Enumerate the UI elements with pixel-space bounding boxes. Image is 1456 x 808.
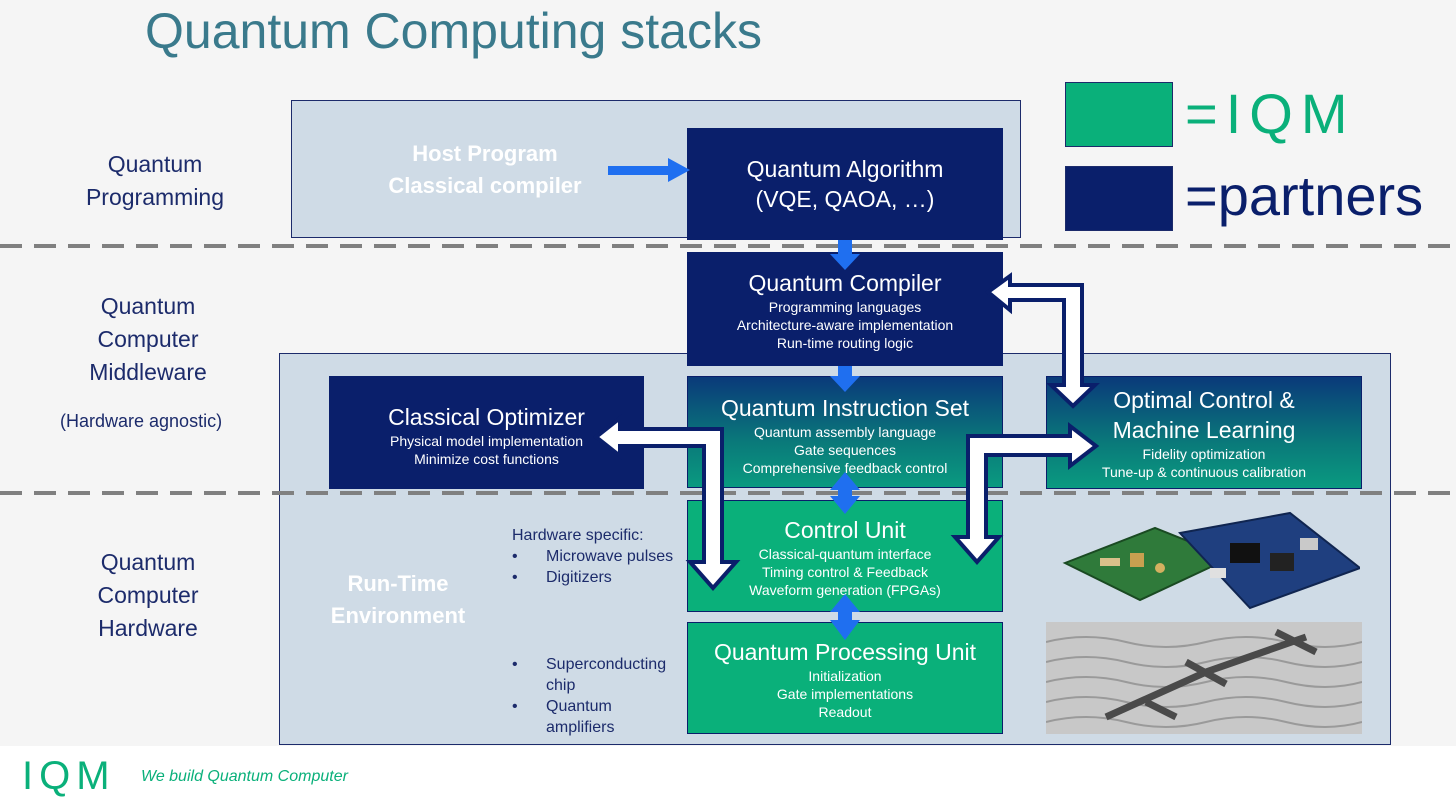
classical-optimizer-box: Classical Optimizer Physical model imple…	[329, 376, 644, 489]
chip-layout-image	[1046, 622, 1362, 734]
legend-partners-label: =partners	[1185, 164, 1424, 227]
host-program-line1: Host Program	[412, 141, 558, 166]
control-unit-title: Control Unit	[784, 517, 906, 543]
hardware-specific-list: Hardware specific: • Microwave pulses • …	[512, 525, 687, 588]
control-unit-line: Waveform generation (FPGAs)	[749, 582, 941, 598]
host-program-label: Host Program Classical compiler	[370, 138, 600, 202]
bullet: •	[512, 656, 518, 673]
layer-label-middleware: Quantum Computer Middleware	[89, 293, 207, 385]
host-program-line2: Classical compiler	[388, 173, 582, 198]
control-electronics-photo	[1060, 508, 1360, 614]
bullet: •	[512, 698, 518, 715]
optimal-control-line: Fidelity optimization	[1142, 446, 1266, 462]
quantum-algorithm-title: Quantum Algorithm	[746, 156, 944, 182]
classical-optimizer-line: Minimize cost functions	[414, 451, 559, 467]
classical-optimizer-title: Classical Optimizer	[388, 404, 585, 430]
qpu-line: Gate implementations	[776, 686, 914, 702]
hardware-chip-list: • Superconducting chip • Quantum amplifi…	[512, 654, 687, 738]
bullet: •	[512, 569, 518, 586]
optimal-control-title: Machine Learning	[1112, 417, 1296, 443]
runtime-environment-label: Run-Time Environment	[318, 568, 478, 632]
runtime-line1: Run-Time	[347, 571, 449, 596]
list-item-text: Microwave pulses	[546, 548, 674, 565]
list-item: • Microwave pulses	[512, 546, 687, 567]
optimal-control-box: Optimal Control & Machine Learning Fidel…	[1046, 376, 1362, 489]
quantum-compiler-line: Run-time routing logic	[776, 335, 914, 351]
quantum-compiler-box: Quantum Compiler Programming languages A…	[687, 252, 1003, 366]
quantum-instruction-set-title: Quantum Instruction Set	[720, 395, 969, 421]
quantum-instruction-set-line: Comprehensive feedback control	[742, 460, 948, 476]
qpu-box: Quantum Processing Unit Initialization G…	[687, 622, 1003, 734]
bullet: •	[512, 548, 518, 565]
legend-iqm-label: =IQM	[1185, 82, 1356, 145]
slide-title: Quantum Computing stacks	[145, 3, 762, 59]
quantum-algorithm-sub: (VQE, QAOA, …)	[755, 186, 935, 212]
control-unit-line: Classical-quantum interface	[758, 546, 932, 562]
quantum-algorithm-box: Quantum Algorithm (VQE, QAOA, …)	[687, 128, 1003, 240]
footer-tagline: We build Quantum Computer	[141, 768, 348, 785]
list-item-text: Superconducting chip	[546, 656, 667, 694]
qpu-line: Readout	[818, 704, 872, 720]
optimal-control-line: Tune-up & continuous calibration	[1101, 464, 1307, 480]
qpu-title: Quantum Processing Unit	[713, 639, 977, 665]
layer-label-hardware: Quantum Computer Hardware	[97, 549, 199, 641]
runtime-line2: Environment	[330, 603, 466, 628]
list-item: • Digitizers	[512, 567, 687, 588]
list-item-text: Quantum amplifiers	[546, 698, 615, 736]
footer: IQM We build Quantum Computer	[0, 746, 1456, 808]
legend-iqm-swatch	[1065, 82, 1173, 147]
list-item-text: Digitizers	[546, 569, 612, 586]
iqm-logo: IQM	[22, 754, 116, 798]
control-unit-box: Control Unit Classical-quantum interface…	[687, 500, 1003, 612]
quantum-instruction-set-box: Quantum Instruction Set Quantum assembly…	[687, 376, 1003, 488]
quantum-instruction-set-line: Gate sequences	[794, 442, 896, 458]
list-item: • Superconducting chip	[512, 654, 687, 696]
quantum-instruction-set-line: Quantum assembly language	[753, 424, 937, 440]
quantum-compiler-line: Programming languages	[768, 299, 922, 315]
quantum-compiler-title: Quantum Compiler	[748, 270, 942, 296]
superconducting-chip-photo	[1046, 622, 1362, 734]
quantum-compiler-line: Architecture-aware implementation	[736, 317, 954, 333]
layer-label-agnostic: (Hardware agnostic)	[60, 411, 223, 431]
hardware-specific-heading: Hardware specific:	[512, 527, 644, 544]
layer-label-programming: Quantum Programming	[85, 151, 225, 210]
list-item: • Quantum amplifiers	[512, 696, 687, 738]
control-electronics-image	[1062, 511, 1360, 610]
optimal-control-title: Optimal Control &	[1113, 387, 1295, 413]
classical-optimizer-line: Physical model implementation	[390, 433, 583, 449]
control-unit-line: Timing control & Feedback	[762, 564, 928, 580]
legend-partners-swatch	[1065, 166, 1173, 231]
qpu-line: Initialization	[808, 668, 882, 684]
